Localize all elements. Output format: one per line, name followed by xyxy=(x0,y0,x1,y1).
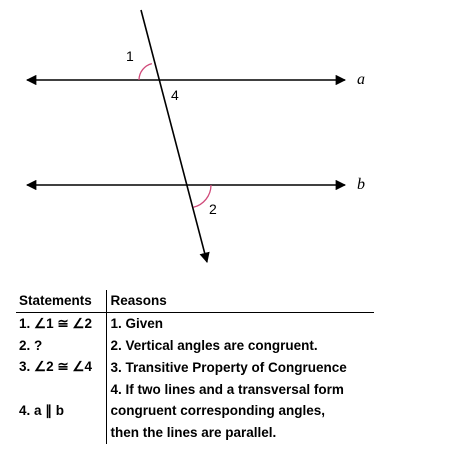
angle-1-label: 1 xyxy=(126,48,134,64)
reason-cell: then the lines are parallel. xyxy=(105,421,374,444)
statement-cell: 2. ? xyxy=(19,337,43,353)
proof-row: 1. ∠1 ≅ ∠2 1. Given xyxy=(16,312,374,335)
reason-cell: 1. Given xyxy=(105,312,374,335)
proof-row: then the lines are parallel. xyxy=(16,421,374,444)
reason-cell: 2. Vertical angles are congruent. xyxy=(105,334,374,357)
statement-cell: 3. ∠2 ≅ ∠4 xyxy=(19,359,93,375)
reasons-header: Reasons xyxy=(105,290,374,313)
proof-row: 4. a ∥ b congruent corresponding angles, xyxy=(16,399,374,422)
statements-header: Statements xyxy=(16,290,106,313)
angle-1-arc xyxy=(138,62,153,81)
proof-header-row: Statements Reasons xyxy=(16,290,374,313)
angle-2-label: 2 xyxy=(209,201,217,217)
statement-cell: 4. a ∥ b xyxy=(19,402,65,418)
reason-cell: 3. Transitive Property of Congruence xyxy=(105,356,374,379)
proof-row: 3. ∠2 ≅ ∠4 3. Transitive Property of Con… xyxy=(16,356,374,379)
reason-cell: congruent corresponding angles, xyxy=(105,399,374,422)
proof-row: 2. ? 2. Vertical angles are congruent. xyxy=(16,334,374,357)
transversal-line xyxy=(140,9,210,264)
angle-4-label: 4 xyxy=(171,87,179,103)
proof-row: 4. If two lines and a transversal form xyxy=(16,378,374,400)
line-a-label: a xyxy=(357,71,365,88)
two-column-proof-table: Statements Reasons 1. ∠1 ≅ ∠2 1. Given 2… xyxy=(16,290,374,444)
parallel-lines-diagram: 1 4 2 a b xyxy=(25,9,365,264)
angle-2-arc xyxy=(193,184,212,208)
statement-cell xyxy=(16,378,106,400)
statement-cell: 1. ∠1 ≅ ∠2 xyxy=(19,315,93,331)
reason-cell: 4. If two lines and a transversal form xyxy=(105,378,374,400)
statement-cell xyxy=(16,422,106,444)
line-b-label: b xyxy=(357,176,365,193)
